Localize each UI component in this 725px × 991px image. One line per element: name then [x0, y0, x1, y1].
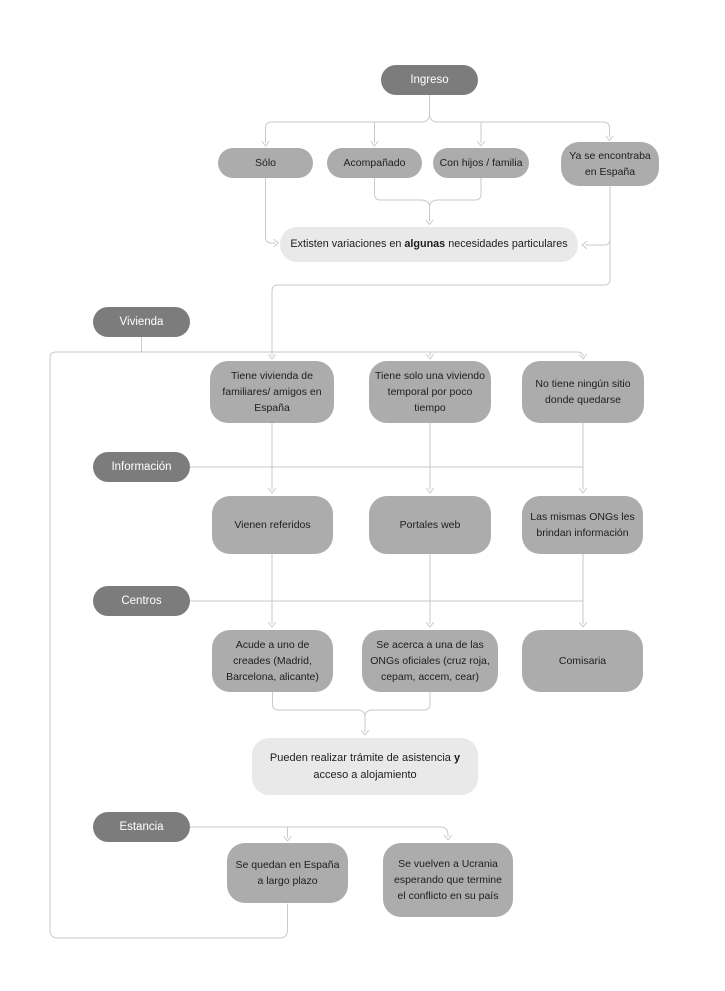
- stage-ingreso-label: Ingreso: [410, 74, 449, 86]
- note-variaciones: Extisten variaciones en algunas necesida…: [280, 227, 578, 262]
- node-vivienda-familiares: Tiene vivienda de familiares/ amigos en …: [210, 361, 334, 423]
- node-ongs-oficiales: Se acerca a una de las ONGs oficiales (c…: [362, 630, 498, 692]
- node-acude-creades-label: Acude a uno de creades (Madrid, Barcelon…: [226, 638, 319, 684]
- stage-informacion-label: Información: [111, 461, 172, 473]
- note-tramite: Pueden realizar trámite de asistencia y …: [252, 738, 478, 795]
- stage-estancia: Estancia: [93, 812, 190, 842]
- node-vivienda-familiares-label: Tiene vivienda de familiares/ amigos en …: [222, 369, 322, 415]
- node-portales-web: Portales web: [369, 496, 491, 554]
- stage-informacion: Información: [93, 452, 190, 482]
- node-se-vuelven-ucrania-label: Se vuelven a Ucrania esperando que termi…: [394, 857, 502, 903]
- note-variaciones-text: Extisten variaciones en algunas necesida…: [290, 238, 568, 251]
- node-ongs-oficiales-label: Se acerca a una de las ONGs oficiales (c…: [370, 638, 490, 684]
- node-portales-web-label: Portales web: [399, 518, 461, 531]
- node-ongs-brindan-informacion-label: Las mismas ONGs les brindan información: [530, 510, 635, 539]
- stage-ingreso: Ingreso: [381, 65, 478, 95]
- node-acude-creades: Acude a uno de creades (Madrid, Barcelon…: [212, 630, 333, 692]
- stage-vivienda: Vivienda: [93, 307, 190, 337]
- node-se-vuelven-ucrania: Se vuelven a Ucrania esperando que termi…: [383, 843, 513, 917]
- node-vivienda-temporal: Tiene solo una viviendo temporal por poc…: [369, 361, 491, 423]
- node-solo-label: Sólo: [254, 156, 276, 169]
- note-tramite-bold: y: [453, 752, 461, 764]
- node-se-quedan-espana-label: Se quedan en España a largo plazo: [235, 858, 340, 887]
- stage-vivienda-label: Vivienda: [119, 316, 164, 328]
- note-tramite-text: Pueden realizar trámite de asistencia y …: [269, 752, 461, 781]
- note-variaciones-bold: algunas: [404, 238, 446, 251]
- node-solo: Sólo: [218, 148, 313, 178]
- node-acompanado: Acompañado: [327, 148, 422, 178]
- node-sin-sitio-label: No tiene ningún sitio donde quedarse: [535, 377, 631, 406]
- stage-centros: Centros: [93, 586, 190, 616]
- node-vienen-referidos: Vienen referidos: [212, 496, 333, 554]
- node-se-quedan-espana: Se quedan en España a largo plazo: [227, 843, 348, 903]
- node-ongs-brindan-informacion: Las mismas ONGs les brindan información: [522, 496, 643, 554]
- node-con-hijos-familia-label: Con hijos / familia: [439, 156, 523, 169]
- node-comisaria-label: Comisaria: [558, 654, 607, 667]
- node-acompanado-label: Acompañado: [343, 156, 406, 169]
- node-ya-se-encontraba-label: Ya se encontraba en España: [569, 149, 651, 178]
- node-con-hijos-familia: Con hijos / familia: [433, 148, 529, 178]
- stage-estancia-label: Estancia: [119, 821, 164, 833]
- node-vienen-referidos-label: Vienen referidos: [234, 518, 311, 531]
- node-comisaria: Comisaria: [522, 630, 643, 692]
- node-ya-se-encontraba: Ya se encontraba en España: [561, 142, 659, 186]
- stage-centros-label: Centros: [121, 595, 162, 607]
- node-sin-sitio: No tiene ningún sitio donde quedarse: [522, 361, 644, 423]
- node-vivienda-temporal-label: Tiene solo una viviendo temporal por poc…: [375, 369, 485, 415]
